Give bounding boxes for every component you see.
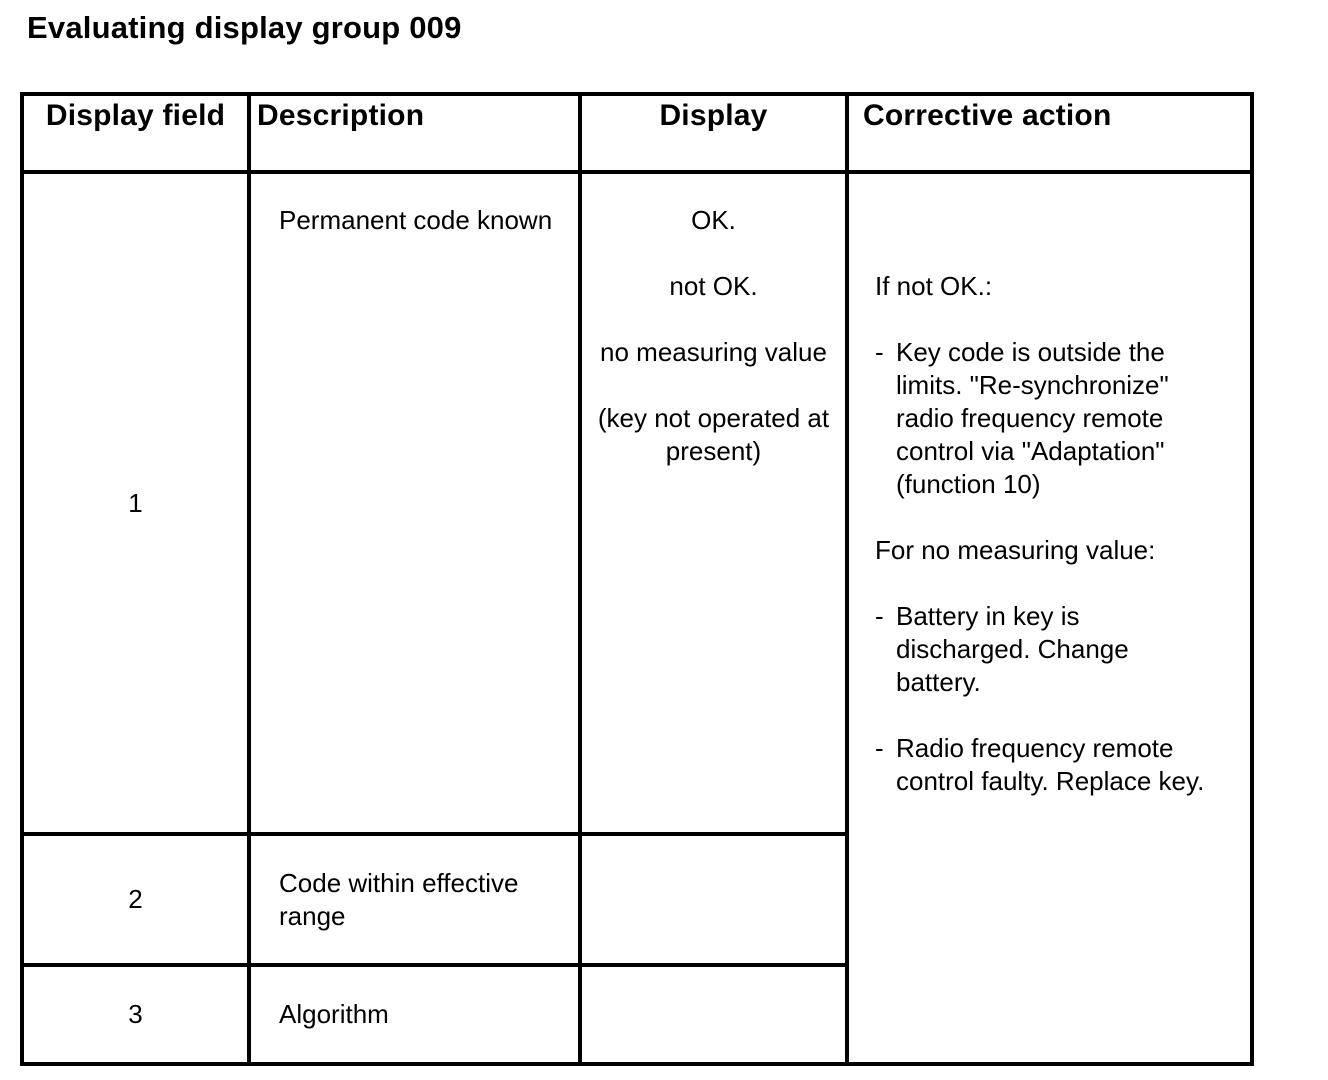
cell-description-2: Code within effective range [247, 832, 582, 967]
table-row-2: 2 Code within effective range [20, 832, 1252, 967]
bullet-dash: - [875, 337, 884, 367]
corrective-bullet-key-code: - Key code is outside the limits. "Re-sy… [875, 336, 1209, 501]
cell-display-3 [578, 963, 849, 1066]
display-value-no-measuring-value: no measuring value [600, 337, 827, 367]
column-header-display-field: Display field [20, 92, 251, 174]
display-value-key-not-operated: (key not operated at present) [597, 403, 830, 466]
bullet-text: Radio frequency remote control faulty. R… [896, 733, 1205, 796]
cell-display-2 [578, 832, 849, 967]
corrective-bullet-battery: - Battery in key is discharged. Change b… [875, 600, 1209, 699]
cell-display-field-2: 2 [20, 832, 251, 967]
table-header-row: Display field Description Display Correc… [20, 92, 1254, 174]
cell-description-3: Algorithm [247, 963, 582, 1066]
corrective-bullet-remote-faulty: - Radio frequency remote control faulty.… [875, 732, 1209, 798]
column-header-corrective-action: Corrective action [845, 92, 1254, 174]
cell-corrective-action: If not OK.: - Key code is outside the li… [845, 170, 1254, 1066]
bullet-text: Key code is outside the limits. "Re-sync… [896, 337, 1169, 499]
display-value-not-ok: not OK. [669, 271, 758, 301]
corrective-heading-if-not-ok: If not OK.: [875, 271, 993, 301]
bullet-text: Battery in key is discharged. Change bat… [896, 601, 1129, 697]
bullet-dash: - [875, 601, 884, 631]
cell-display-field-3: 3 [20, 963, 251, 1066]
bullet-dash: - [875, 733, 884, 763]
corrective-heading-no-measuring-value: For no measuring value: [875, 535, 1156, 565]
page-title: Evaluating display group 009 [27, 10, 462, 45]
evaluation-table: Display field Description Display Correc… [20, 92, 1254, 1066]
column-header-description: Description [247, 92, 582, 174]
display-value-ok: OK. [691, 205, 736, 235]
table-row-3: 3 Algorithm [20, 963, 1252, 1066]
column-header-display: Display [578, 92, 849, 174]
cell-display-field-1: 1 [20, 170, 251, 836]
cell-description-1: Permanent code known [247, 170, 582, 836]
table-row-1: 1 Permanent code known OK. not OK. no me… [20, 170, 1254, 1066]
cell-display-1: OK. not OK. no measuring value (key not … [578, 170, 849, 836]
